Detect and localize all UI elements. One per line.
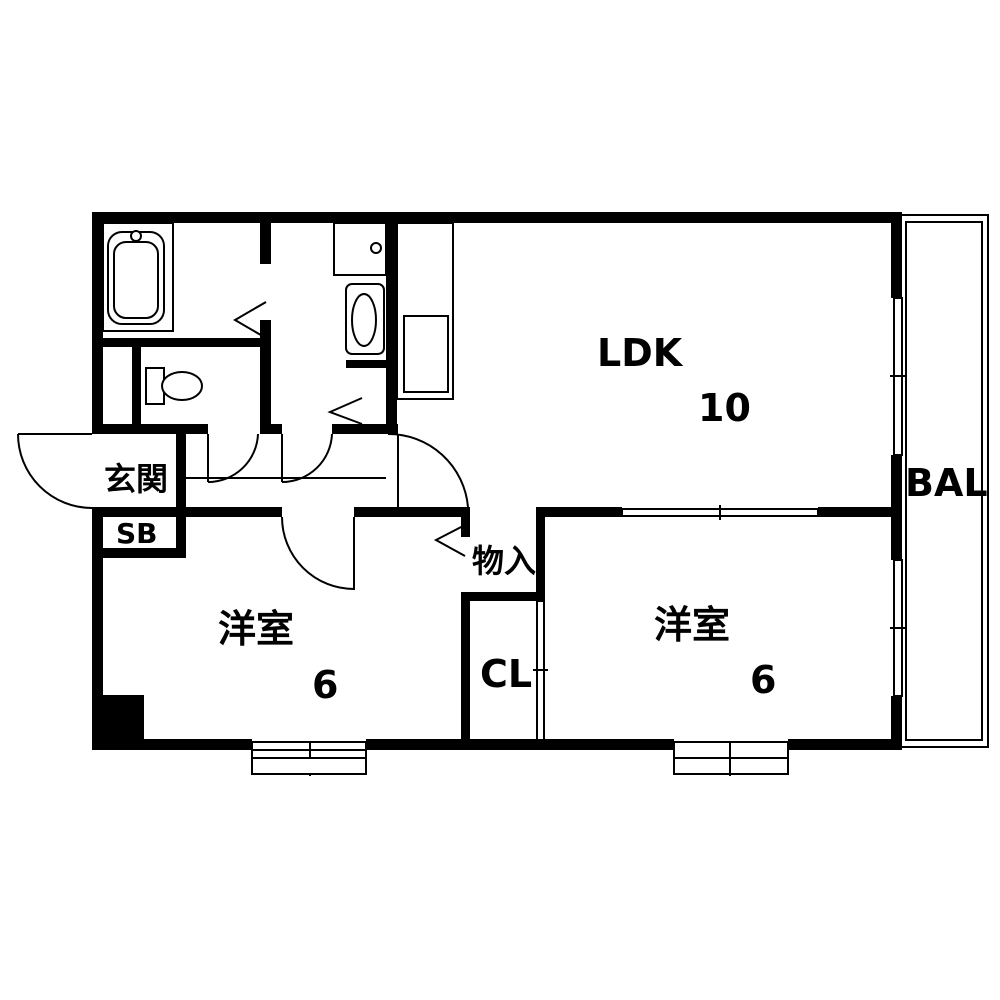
interior-walls [92, 212, 902, 750]
windows [251, 297, 906, 776]
entrance-label: 玄関 [104, 460, 168, 498]
balcony-label: BAL [905, 461, 988, 505]
storage-label: 物入 [472, 542, 536, 580]
shoe-box-label: SB [116, 517, 158, 550]
fixtures [102, 222, 454, 405]
western-left-name: 洋室 [218, 607, 294, 651]
ldk-name: LDK [597, 331, 684, 375]
western-right-size: 6 [750, 658, 776, 702]
doors [17, 301, 469, 591]
ldk-size: 10 [698, 386, 751, 430]
western-left-size: 6 [312, 663, 338, 707]
closet-label: CL [480, 652, 532, 696]
room-labels: LDK 10 玄関 SB 物入 洋室 6 CL 洋室 6 BAL [104, 331, 988, 707]
western-right-name: 洋室 [654, 603, 730, 647]
